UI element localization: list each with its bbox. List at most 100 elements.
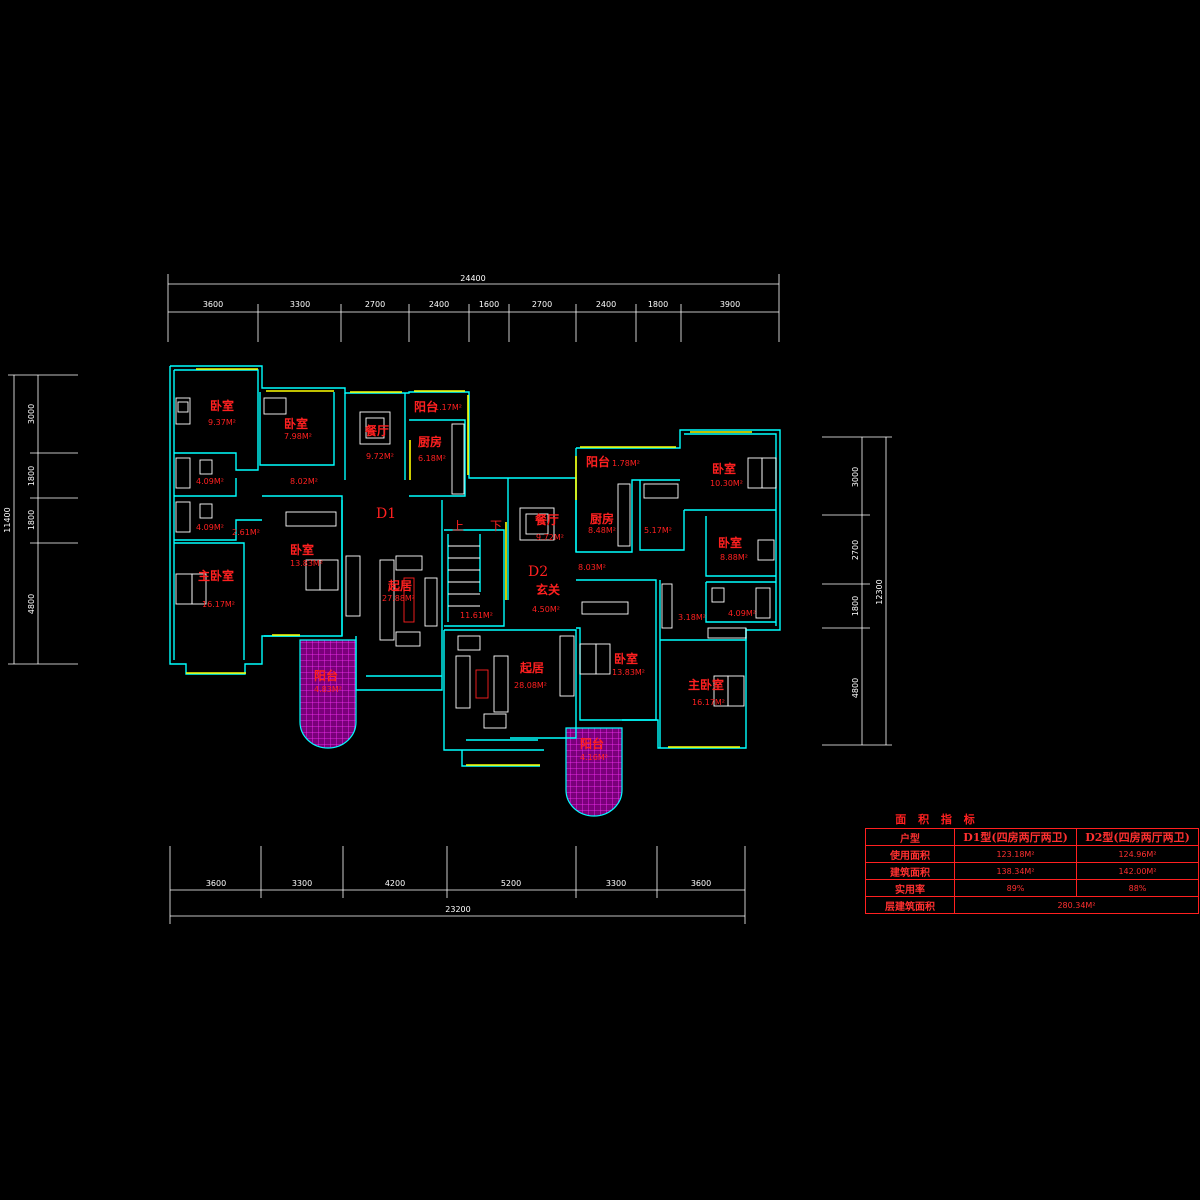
table-row: 实用率 89% 88% <box>865 879 1199 897</box>
room-area-d2-balcony-small: 1.78M² <box>612 459 640 468</box>
cell-d2-usable: 124.96M² <box>1076 845 1199 863</box>
room-area-d2-bedroom-2: 8.88M² <box>720 553 748 562</box>
room-area-d2-master: 16.17M² <box>692 698 725 707</box>
top-dim-5: 1600 <box>479 300 499 309</box>
d1-balcony-hatch <box>299 639 357 749</box>
row-label-usable: 使用面积 <box>865 845 955 863</box>
top-dim-8: 1800 <box>648 300 668 309</box>
room-area-d1-bedroom-3: 13.83M² <box>290 559 323 568</box>
room-area-d2-bedroom-3: 13.83M² <box>612 668 645 677</box>
room-label-d2-bedroom-2: 卧室 <box>718 535 742 550</box>
top-total-dim: 24400 <box>460 274 485 283</box>
table-row: 层建筑面积 280.34M² <box>865 896 1199 914</box>
top-segment-labels: 3600 3300 2700 2400 1600 2700 2400 1800 … <box>203 300 740 309</box>
bottom-dim-3: 4200 <box>385 879 405 888</box>
room-area-d1-corridor: 2.61M² <box>232 528 260 537</box>
room-area-d1-living: 27.88M² <box>382 594 415 603</box>
room-labels: 卧室 9.37M² 卧室 7.98M² 餐厅 9.72M² 阳台 1.17M² … <box>196 398 756 762</box>
area-table-grid: 户型 D1型(四房两厅两卫) D2型(四房两厅两卫) 使用面积 123.18M²… <box>865 828 1199 914</box>
room-area-d2-bath-2: 4.09M² <box>728 609 756 618</box>
room-area-d1-kitchen: 6.18M² <box>418 454 446 463</box>
bottom-dim-6: 3600 <box>691 879 711 888</box>
right-dimension-chain <box>822 436 892 746</box>
room-area-d1-balcony-small: 1.17M² <box>434 403 462 412</box>
top-dim-2: 3300 <box>290 300 310 309</box>
right-dim-1: 3000 <box>851 467 860 487</box>
room-label-d1-kitchen: 厨房 <box>418 434 442 449</box>
header-d2: D2型(四房两厅两卫) <box>1076 828 1199 846</box>
right-dim-2: 2700 <box>851 540 860 560</box>
right-total-dim: 12300 <box>875 579 884 604</box>
right-dim-3: 1800 <box>851 596 860 616</box>
room-area-d2-hall: 8.03M² <box>578 563 606 572</box>
room-area-d1-master: 16.17M² <box>202 600 235 609</box>
right-segment-labels: 3000 2700 1800 4800 12300 <box>851 467 884 698</box>
room-label-d2-master: 主卧室 <box>688 677 724 692</box>
stair-down-label: 下 <box>490 519 502 533</box>
room-label-d1-bedroom-1: 卧室 <box>210 398 234 413</box>
room-label-d1-bedroom-2: 卧室 <box>284 416 308 431</box>
room-area-d2-balcony: 4.16M² <box>580 753 608 762</box>
bottom-dim-2: 3300 <box>292 879 312 888</box>
room-area-d1-dining: 9.72M² <box>366 452 394 461</box>
bottom-dim-5: 3300 <box>606 879 626 888</box>
table-row: 使用面积 123.18M² 124.96M² <box>865 845 1199 863</box>
left-dim-2: 1800 <box>27 466 36 486</box>
unit-label-d2: D2 <box>528 564 548 580</box>
bottom-total-dim: 23200 <box>445 905 470 914</box>
room-area-d2-kitchen: 8.48M² <box>588 526 616 535</box>
top-dim-3: 2700 <box>365 300 385 309</box>
walls <box>169 365 781 767</box>
bottom-dim-4: 5200 <box>501 879 521 888</box>
right-dim-4: 4800 <box>851 678 860 698</box>
cell-d1-built: 138.34M² <box>954 862 1077 880</box>
left-segment-labels: 3000 1800 1800 4800 11400 <box>3 404 36 614</box>
left-total-dim: 11400 <box>3 507 12 532</box>
top-dim-7: 2400 <box>596 300 616 309</box>
room-area-stair: 11.61M² <box>460 611 493 620</box>
room-area-d2-bath-1: 5.17M² <box>644 526 672 535</box>
windows <box>186 368 752 766</box>
cell-d2-ratio: 88% <box>1076 879 1199 897</box>
room-label-d1-bedroom-3: 卧室 <box>290 542 314 557</box>
room-area-d1-hall: 8.02M² <box>290 477 318 486</box>
room-label-d2-entry: 玄关 <box>536 582 560 597</box>
cell-floor-area: 280.34M² <box>954 896 1199 914</box>
room-area-d1-balcony: 4.83M² <box>314 685 342 694</box>
row-label-floor-area: 层建筑面积 <box>865 896 955 914</box>
area-table-header-row: 户型 D1型(四房两厅两卫) D2型(四房两厅两卫) <box>865 828 1199 846</box>
room-area-d2-dining: 9.72M² <box>536 533 564 542</box>
area-index-table: 面 积 指 标 户型 D1型(四房两厅两卫) D2型(四房两厅两卫) 使用面积 … <box>865 812 1199 914</box>
row-label-ratio: 实用率 <box>865 879 955 897</box>
room-area-d1-bedroom-2: 7.98M² <box>284 432 312 441</box>
room-label-d2-balcony: 阳台 <box>580 736 604 751</box>
area-table-title: 面 积 指 标 <box>895 813 979 826</box>
top-dim-1: 3600 <box>203 300 223 309</box>
header-d1: D1型(四房两厅两卫) <box>954 828 1077 846</box>
d2-balcony-hatch <box>565 727 623 817</box>
room-area-d2-bedroom-1: 10.30M² <box>710 479 743 488</box>
cell-d2-built: 142.00M² <box>1076 862 1199 880</box>
room-label-d2-bedroom-1: 卧室 <box>712 461 736 476</box>
top-dim-9: 3900 <box>720 300 740 309</box>
room-area-d1-bath-2: 4.09M² <box>196 523 224 532</box>
room-label-d2-balcony-small: 阳台 <box>586 454 610 469</box>
room-label-d2-living: 起居 <box>519 660 544 675</box>
left-dim-4: 4800 <box>27 594 36 614</box>
room-label-d1-balcony: 阳台 <box>314 668 338 683</box>
top-dim-4: 2400 <box>429 300 449 309</box>
room-label-d1-master: 主卧室 <box>198 568 234 583</box>
room-label-d2-dining: 餐厅 <box>535 512 559 527</box>
furniture <box>175 397 777 729</box>
room-area-d2-corridor: 3.18M² <box>678 613 706 622</box>
room-area-d2-living: 28.08M² <box>514 681 547 690</box>
row-label-built: 建筑面积 <box>865 862 955 880</box>
left-dimension-chain <box>8 374 78 665</box>
room-label-d2-bedroom-3: 卧室 <box>614 651 638 666</box>
room-label-d2-kitchen: 厨房 <box>590 511 614 526</box>
room-label-d1-living: 起居 <box>387 578 412 593</box>
stair-up-label: 上 <box>452 519 464 533</box>
bottom-dimension-chain <box>169 846 746 924</box>
table-row: 建筑面积 138.34M² 142.00M² <box>865 862 1199 880</box>
